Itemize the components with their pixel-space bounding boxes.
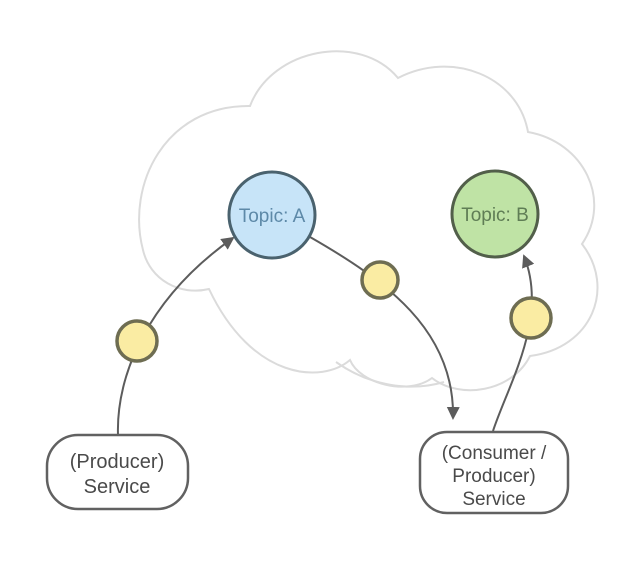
cloud-outline bbox=[138, 50, 599, 392]
consumer-producer-label-line1: (Consumer / bbox=[442, 443, 547, 464]
arrow-consumer-to-topic-b bbox=[492, 254, 535, 432]
producer-service-label-line2: Service bbox=[84, 476, 151, 498]
topic-a-node: Topic: A bbox=[227, 170, 317, 260]
message-dot-consumer-to-topic-b bbox=[509, 296, 553, 340]
consumer-producer-service-node: (Consumer / Producer) Service bbox=[418, 430, 570, 515]
consumer-producer-label-line2: Producer) bbox=[452, 466, 535, 487]
consumer-producer-label-line3: Service bbox=[462, 489, 525, 510]
cloud-shape bbox=[138, 50, 599, 392]
topic-b-label: Topic: B bbox=[461, 205, 529, 226]
message-dot-topic-a-to-consumer bbox=[360, 260, 400, 300]
topic-a-label: Topic: A bbox=[239, 206, 306, 227]
cloud-inner-lobe-arc bbox=[335, 361, 445, 388]
message-dots bbox=[115, 260, 553, 363]
producer-service-label-line1: (Producer) bbox=[70, 451, 164, 473]
topic-a-circle bbox=[227, 170, 317, 260]
message-dot-producer-to-topic-a bbox=[115, 319, 159, 363]
producer-service-node: (Producer) Service bbox=[45, 433, 190, 511]
consumer-producer-service-box bbox=[418, 430, 570, 515]
producer-service-box bbox=[45, 433, 190, 511]
topic-b-circle bbox=[450, 169, 540, 259]
arrow-topic-a-to-consumer bbox=[309, 236, 460, 420]
topic-b-node: Topic: B bbox=[450, 169, 540, 259]
